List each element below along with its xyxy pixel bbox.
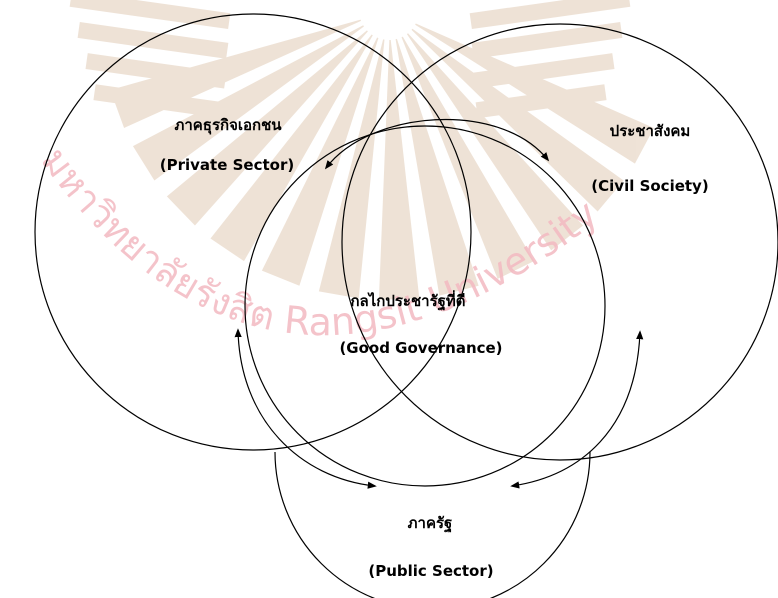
emblem-ray — [406, 33, 584, 251]
public-sector-thai-label: ภาครัฐ — [408, 514, 453, 533]
emblem-ray — [261, 37, 379, 286]
emblem-ray — [411, 28, 624, 212]
emblem-bar — [85, 53, 227, 89]
public-sector-english-label: (Public Sector) — [368, 562, 493, 580]
private-sector-thai-label: ภาคธุรกิจเอกชน — [174, 116, 282, 135]
public-sector-circle — [274, 451, 591, 598]
civil-society-thai-label: ประชาสังคม — [610, 122, 691, 140]
arc-arrow-private-public — [234, 328, 377, 489]
private-sector-english-label: (Private Sector) — [160, 156, 294, 174]
good-governance-english-label: (Good Governance) — [339, 339, 502, 357]
emblem-bar — [469, 0, 631, 30]
good-governance-thai-label: กลไกประชารัฐที่ดี — [350, 290, 465, 311]
emblem-ray — [132, 25, 364, 181]
emblem-bar — [93, 84, 225, 119]
good-governance-circle — [244, 125, 606, 487]
arc-arrow-private-civil — [324, 118, 550, 170]
civil-society-english-label: (Civil Society) — [591, 177, 708, 195]
emblem-ray — [378, 39, 420, 300]
emblem-bar — [473, 53, 615, 89]
emblem-ray — [210, 34, 373, 262]
emblem-bar — [475, 84, 607, 119]
emblem-bar — [69, 0, 231, 30]
emblem-ray — [166, 30, 368, 226]
emblem-bar — [77, 22, 229, 59]
arc-arrow-civil-public — [510, 330, 644, 489]
emblem-bar — [471, 22, 623, 59]
